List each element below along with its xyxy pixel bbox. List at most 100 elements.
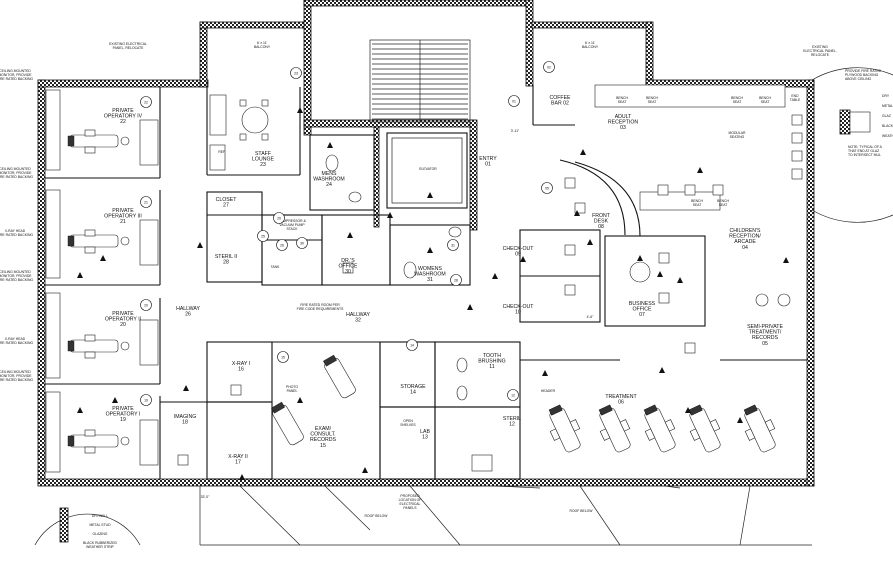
interior-walls <box>160 84 807 480</box>
right-detail-label: BLACK <box>882 124 893 128</box>
note-dim-4-6: 4'-6" <box>587 315 595 319</box>
svg-text:15: 15 <box>281 355 285 359</box>
note-balcony-left: 6' x 11'BALCONY <box>254 41 271 49</box>
seat <box>657 184 669 196</box>
note-balcony-right: 6' x 11'BALCONY <box>582 41 599 49</box>
right-detail-label: WEATH <box>882 134 893 138</box>
seat <box>564 244 576 256</box>
door-tag: 22 <box>140 96 152 108</box>
note-roof-below-2: ROOF BELOW <box>570 509 594 513</box>
treatment-chair <box>743 404 776 453</box>
note-ref: REF. <box>218 150 225 154</box>
seat <box>791 132 803 144</box>
left-detail-circle <box>34 507 141 546</box>
svg-text:23: 23 <box>294 71 298 75</box>
seat <box>342 262 354 274</box>
seat <box>230 384 242 396</box>
staff-lounge-furniture <box>209 94 269 171</box>
door-tag: 29 <box>273 212 285 224</box>
seat <box>177 454 189 466</box>
svg-text:02: 02 <box>547 65 551 69</box>
dental-chair <box>67 334 130 359</box>
treatment-chair <box>598 404 631 453</box>
seat <box>712 184 724 196</box>
svg-text:19: 19 <box>144 398 148 402</box>
door-tag: 23 <box>290 67 302 79</box>
svg-text:30: 30 <box>300 241 304 245</box>
door-tag: 20 <box>140 299 152 311</box>
seat <box>791 114 803 126</box>
operatories <box>45 87 161 479</box>
right-detail-label: METAL <box>882 104 893 108</box>
svg-text:14: 14 <box>410 343 414 347</box>
washroom-fixtures <box>325 154 493 472</box>
svg-text:20: 20 <box>144 303 148 307</box>
door-tag: 01 <box>508 95 520 107</box>
elevator-label: ELEVATOR <box>419 167 437 171</box>
note-header: HEADER <box>541 389 556 393</box>
door-tag: 26 <box>276 239 288 251</box>
right-detail-label: GLAZ <box>882 114 891 118</box>
roof-below-lines <box>199 485 812 546</box>
dental-chair <box>67 229 130 254</box>
seat <box>658 292 670 304</box>
legend-label: DRYWALL <box>92 514 108 518</box>
door-tag: 21 <box>140 196 152 208</box>
door-tag: 02 <box>543 61 555 73</box>
svg-text:21: 21 <box>144 200 148 204</box>
exam-chair <box>271 401 304 446</box>
door-tag: 30 <box>296 237 308 249</box>
treatment-chair <box>643 404 676 453</box>
treatment-chairs <box>271 354 776 453</box>
seat <box>564 177 576 189</box>
right-detail-label: DRY <box>882 94 890 98</box>
seat <box>564 284 576 296</box>
seating <box>177 114 803 466</box>
svg-text:12: 12 <box>511 393 515 397</box>
svg-text:25: 25 <box>261 234 265 238</box>
seat <box>684 342 696 354</box>
legend-label: GLAZING <box>93 532 108 536</box>
svg-text:28: 28 <box>454 278 458 282</box>
note-roof-below-1: ROOF BELOW <box>365 514 389 518</box>
svg-text:22: 22 <box>144 100 148 104</box>
seat <box>574 202 586 214</box>
